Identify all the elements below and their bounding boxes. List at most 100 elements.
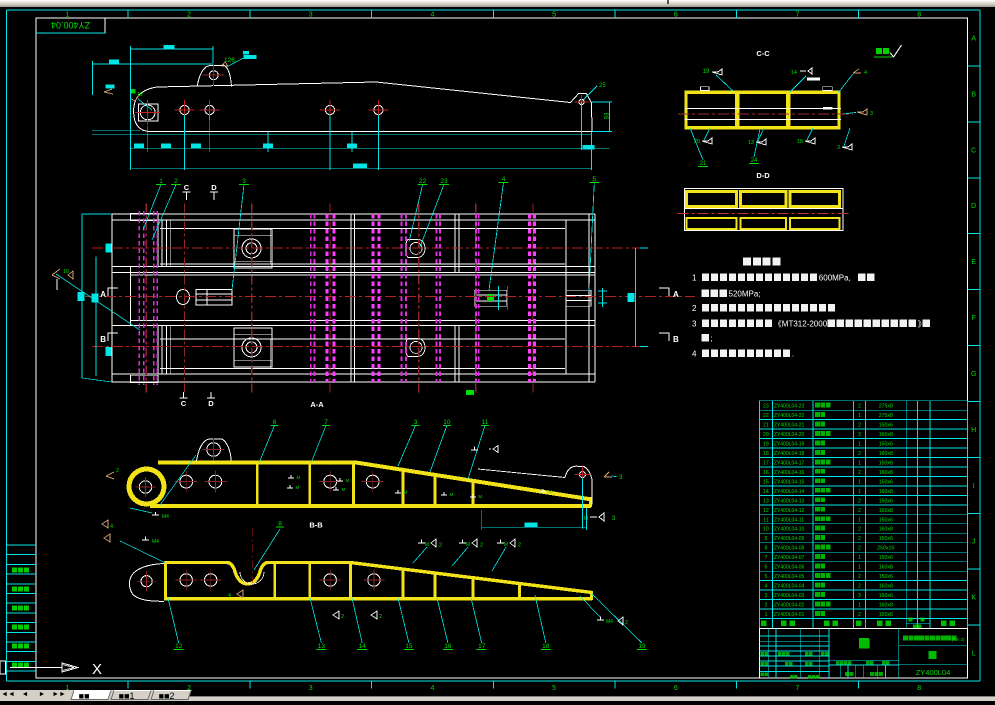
svg-text:4: 4 xyxy=(228,593,231,599)
svg-text:M: M xyxy=(549,489,553,494)
svg-text:17: 17 xyxy=(478,643,486,650)
svg-text:M: M xyxy=(479,494,483,499)
svg-text:25: 25 xyxy=(599,83,606,89)
svg-text:6: 6 xyxy=(674,685,678,692)
svg-text:3: 3 xyxy=(612,516,616,522)
svg-text:G: G xyxy=(971,371,976,378)
svg-text:2: 2 xyxy=(625,620,628,626)
svg-text:12: 12 xyxy=(175,643,183,650)
svg-text:3: 3 xyxy=(242,178,246,185)
svg-text:3: 3 xyxy=(858,593,861,599)
svg-text:D: D xyxy=(208,399,214,408)
svg-text:2: 2 xyxy=(439,543,442,549)
svg-text:C: C xyxy=(971,147,976,154)
svg-text:K: K xyxy=(971,595,976,602)
svg-text:22: 22 xyxy=(419,178,427,185)
svg-text:160x8: 160x8 xyxy=(879,584,893,590)
svg-text:X: X xyxy=(92,661,102,678)
svg-text:2: 2 xyxy=(187,685,191,692)
svg-text:275x8: 275x8 xyxy=(879,413,893,419)
svg-text:2: 2 xyxy=(858,423,861,429)
svg-text:24: 24 xyxy=(751,158,758,164)
svg-text:6: 6 xyxy=(273,419,277,426)
svg-text:160x8: 160x8 xyxy=(879,565,893,571)
svg-text:150x6: 150x6 xyxy=(879,423,893,429)
svg-text:E: E xyxy=(971,259,976,266)
svg-text:8: 8 xyxy=(917,12,921,19)
svg-text:4: 4 xyxy=(864,70,867,76)
svg-text:160x8: 160x8 xyxy=(879,451,893,457)
svg-text:17: 17 xyxy=(763,460,769,466)
svg-text:2: 2 xyxy=(116,468,119,474)
svg-text:14: 14 xyxy=(359,643,367,650)
svg-text:ZY400L04-04: ZY400L04-04 xyxy=(774,584,805,590)
svg-text:275x8: 275x8 xyxy=(879,404,893,410)
svg-text:2: 2 xyxy=(858,508,861,514)
svg-text:M: M xyxy=(297,475,301,480)
svg-text:M: M xyxy=(404,490,408,495)
svg-text:ZY400L04-19: ZY400L04-19 xyxy=(774,442,805,448)
svg-text:2: 2 xyxy=(858,527,861,533)
svg-text:2: 2 xyxy=(858,451,861,457)
svg-text:ZY400L04-14: ZY400L04-14 xyxy=(774,489,805,495)
svg-text:1: 1 xyxy=(765,612,768,618)
svg-text:18: 18 xyxy=(797,139,803,145)
svg-text:4: 4 xyxy=(765,584,768,590)
svg-text:4: 4 xyxy=(692,349,697,358)
svg-text:》: 》 xyxy=(918,319,926,328)
svg-text:M: M xyxy=(342,487,346,492)
svg-text:D-D: D-D xyxy=(756,171,770,180)
svg-text:M: M xyxy=(584,516,588,522)
svg-text:2: 2 xyxy=(858,498,861,504)
svg-text:150x6: 150x6 xyxy=(879,479,893,485)
svg-text:2: 2 xyxy=(858,470,861,476)
svg-text:150x6: 150x6 xyxy=(879,593,893,599)
svg-text:1: 1 xyxy=(858,489,861,495)
svg-text:2: 2 xyxy=(858,612,861,618)
svg-text:22: 22 xyxy=(763,413,769,419)
svg-text:19: 19 xyxy=(763,442,769,448)
svg-text:1: 1 xyxy=(858,460,861,466)
svg-text:5: 5 xyxy=(592,176,596,183)
svg-text:M: M xyxy=(346,478,350,483)
svg-text:15: 15 xyxy=(763,479,769,485)
svg-text:M4: M4 xyxy=(606,619,613,625)
svg-text:3: 3 xyxy=(309,12,313,19)
svg-text:ZY400L04-07: ZY400L04-07 xyxy=(774,555,805,561)
svg-text:3: 3 xyxy=(309,685,313,692)
svg-text:19: 19 xyxy=(638,643,646,650)
svg-text:1: 1 xyxy=(858,413,861,419)
svg-text:C-C: C-C xyxy=(756,49,770,58)
svg-text:1: 1 xyxy=(692,273,697,282)
svg-text:23: 23 xyxy=(763,404,769,410)
svg-text:3: 3 xyxy=(619,475,623,481)
svg-text:ZY400L04-03: ZY400L04-03 xyxy=(774,593,805,599)
svg-text:3: 3 xyxy=(692,319,697,328)
svg-text:1: 1 xyxy=(858,565,861,571)
svg-text:ZY400.04: ZY400.04 xyxy=(51,20,90,30)
svg-text:2: 2 xyxy=(480,543,483,549)
svg-text:21: 21 xyxy=(763,423,769,429)
svg-text:J: J xyxy=(972,539,976,546)
svg-text:4: 4 xyxy=(502,176,506,183)
svg-text:3: 3 xyxy=(765,593,768,599)
svg-text:10: 10 xyxy=(763,527,769,533)
svg-text:A: A xyxy=(100,290,106,299)
svg-text:2: 2 xyxy=(858,404,861,410)
svg-text:11: 11 xyxy=(763,517,768,523)
svg-text:ZY400L04-12: ZY400L04-12 xyxy=(774,508,805,514)
svg-text:F: F xyxy=(972,315,976,322)
svg-text:2: 2 xyxy=(858,584,861,590)
svg-text:150x6: 150x6 xyxy=(879,498,893,504)
svg-text:M: M xyxy=(296,485,300,490)
svg-text:ZY400L04-10: ZY400L04-10 xyxy=(774,527,805,533)
svg-text:(XX-3): (XX-3) xyxy=(951,637,965,642)
svg-text:M: M xyxy=(425,542,429,548)
svg-text:250x16: 250x16 xyxy=(877,546,894,552)
svg-text:19: 19 xyxy=(703,69,710,75)
svg-text:150x6: 150x6 xyxy=(879,612,893,618)
svg-text:10: 10 xyxy=(63,269,69,275)
svg-text:150x6: 150x6 xyxy=(879,460,893,466)
svg-text:B-B: B-B xyxy=(309,521,323,530)
svg-text:1: 1 xyxy=(858,555,861,561)
